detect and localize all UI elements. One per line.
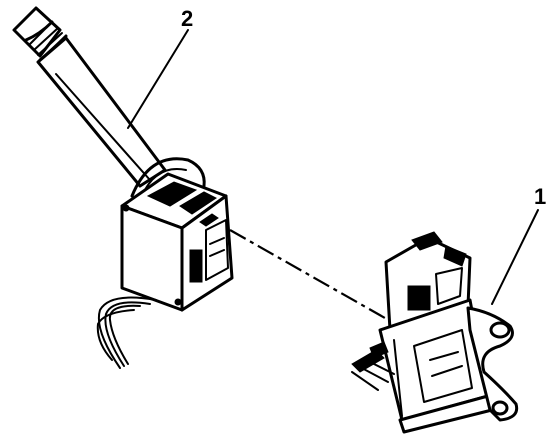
callout-label-1: 1 (534, 184, 547, 209)
lever-stalk (12, 6, 167, 188)
mounting-bracket (351, 231, 519, 434)
wiring-harness (96, 296, 157, 369)
bracket-terminals (351, 341, 395, 391)
callout-label-2: 2 (181, 6, 194, 31)
switch-housing (120, 157, 234, 312)
alignment-line (229, 229, 393, 323)
leader-line-2 (127, 29, 189, 129)
leader-line-1 (491, 209, 539, 305)
